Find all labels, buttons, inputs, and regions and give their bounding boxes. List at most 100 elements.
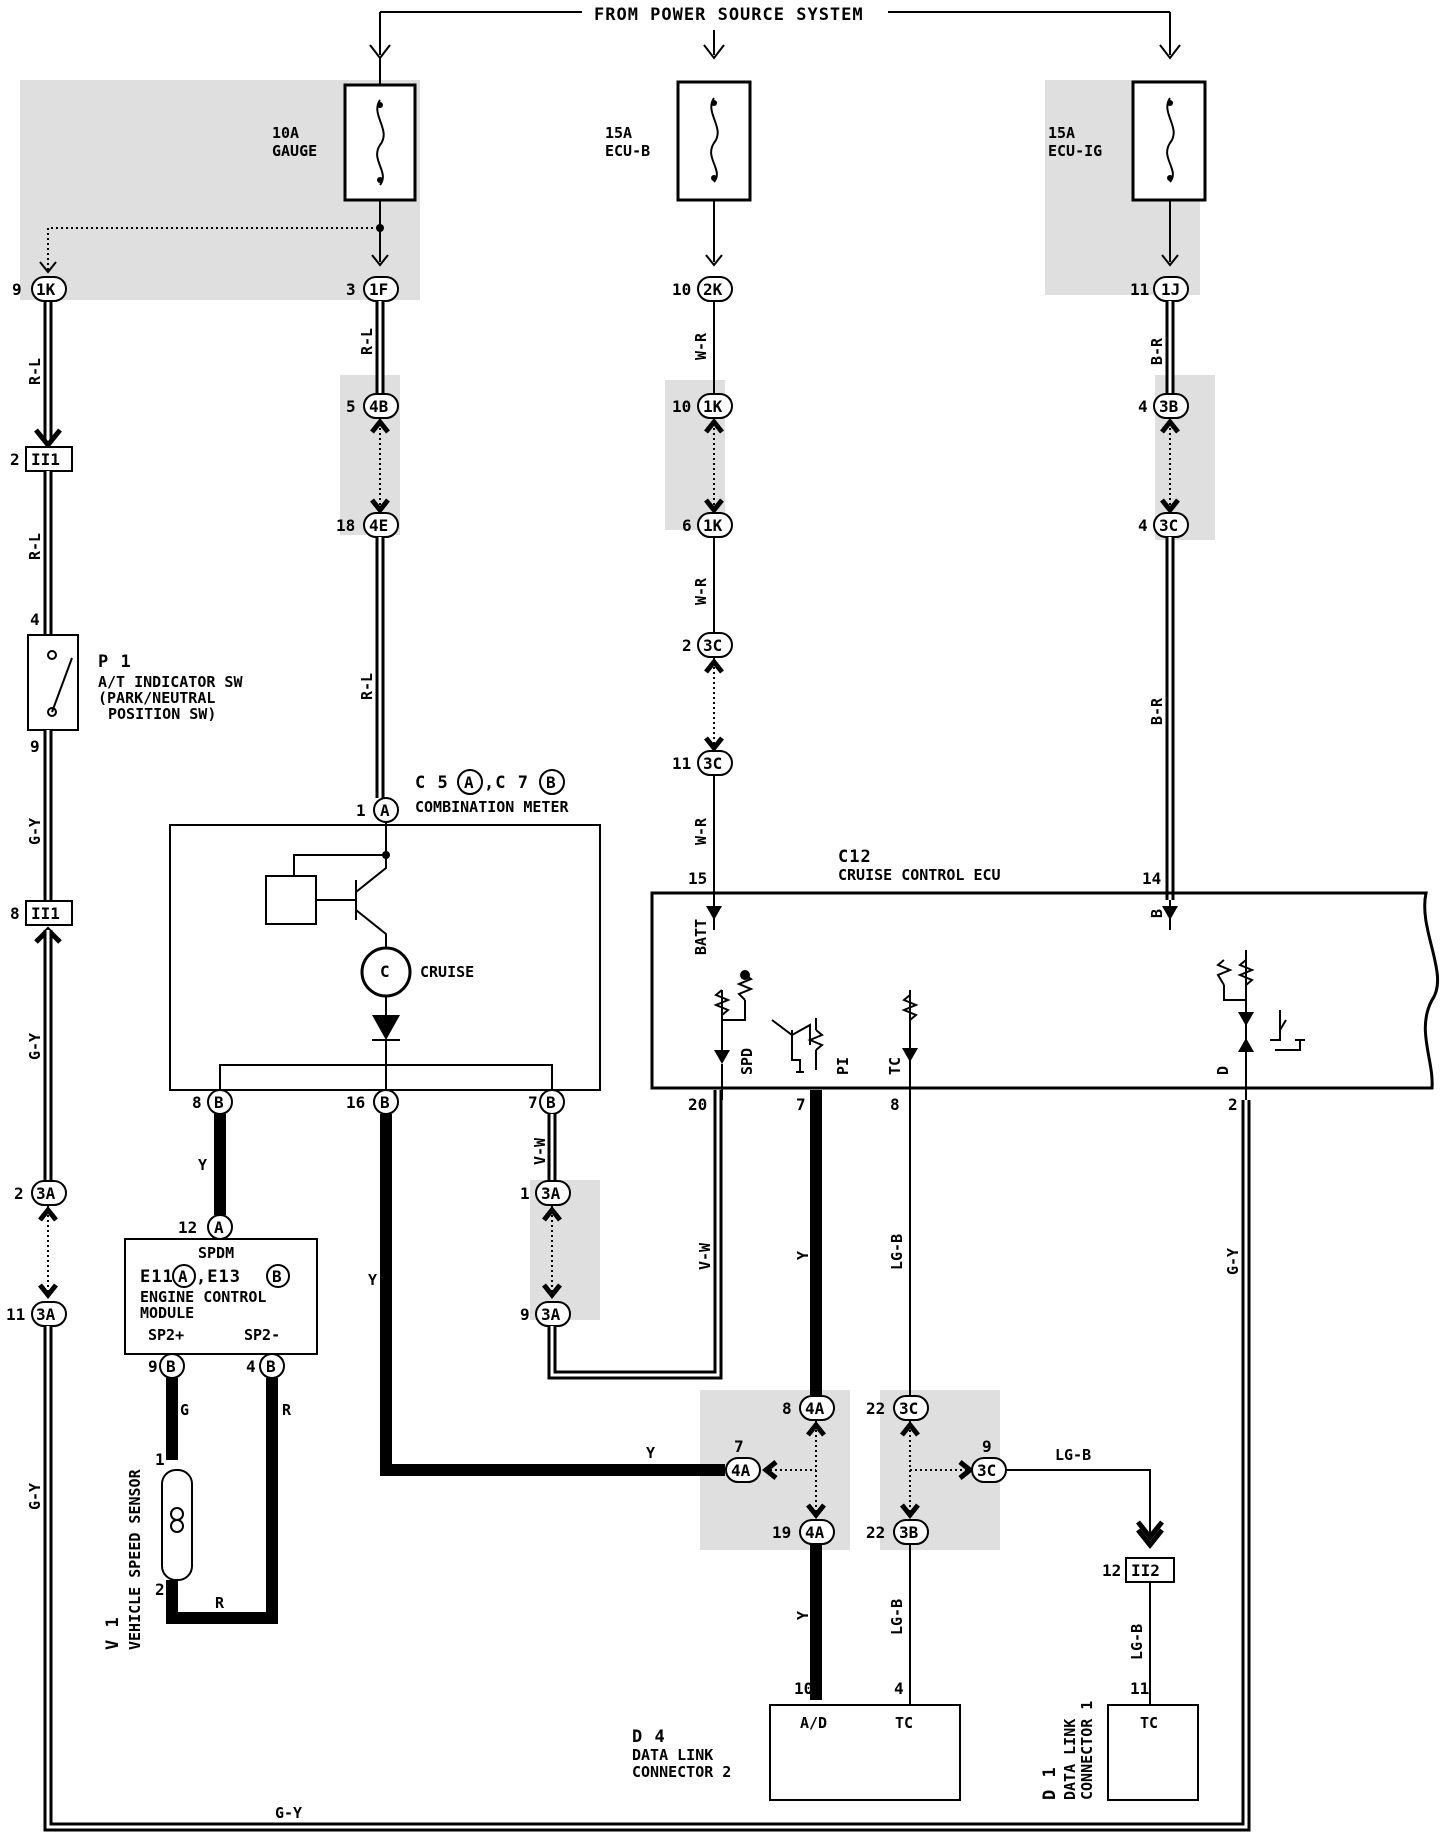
pin-4-3c: 4 [1138,516,1148,535]
meter-pin-8-b: B [214,1093,224,1112]
wire-label-y-1: Y [198,1156,207,1174]
wire-label-gy-bottom: G-Y [275,1804,302,1822]
ecm-pin-a: A [214,1218,224,1237]
conn-1k-6: 1K [703,516,723,535]
ecu-pi: PI [834,1057,852,1075]
gauge-branch: 1F 3 R-L 4B 5 4E 18 R-L [336,200,399,798]
ecu-tc: TC [886,1057,904,1075]
meter-id-c5: C 5 [415,773,449,793]
pin-8-ii1: 8 [10,904,20,923]
junction-3c: 3C 22 3C 9 LG-B 3B 22 LG-B 4 II2 12 LG-B… [866,1395,1175,1705]
meter-id-b: B [546,773,556,792]
ecu-bottom-pins: 20 7 8 2 Y LG-B [688,1090,1238,1395]
meter-pin-a: A [380,801,390,820]
d1-tc: TC [1140,1714,1158,1732]
ecm-pin-4-b: B [266,1357,276,1376]
conn-3c-4: 3C [1159,516,1178,535]
fuse-gauge: 10A GAUGE [272,58,417,202]
d4-tc: TC [895,1714,913,1732]
pin-11-3a: 11 [6,1305,25,1324]
meter-pin-7-b: B [546,1093,556,1112]
conn-3b-4: 3B [1159,397,1179,416]
pin-11-1j: 11 [1130,280,1149,299]
cruise-control-ecu: C12 CRUISE CONTROL ECU BATT B SPD PI TC [650,847,1440,1100]
pin-18-4e: 18 [336,516,355,535]
fuse-ecu-b-rating: 15A [605,124,632,142]
d1-line2: CONNECTOR 1 [1078,1701,1096,1800]
ecm-line2: ENGINE CONTROL [140,1288,266,1306]
conn-3a-pin1: 3A [541,1184,561,1203]
ecu-d: D [1214,1066,1232,1075]
conn-3c-9: 3C [977,1461,996,1480]
fuse-ecu-ig-rating: 15A [1048,124,1075,142]
d1-id: D 1 [1040,1766,1060,1800]
conn-1f: 1F [369,280,388,299]
meter-name: COMBINATION METER [415,798,569,816]
fuse-ecu-b-name: ECU-B [605,142,650,160]
wire-label-y-3: Y [646,1444,655,1462]
ecu-spd: SPD [738,1048,756,1075]
wire-label-r-2: R [215,1594,225,1612]
wire-label-br-1: B-R [1148,337,1166,365]
conn-3b-22: 3B [899,1523,919,1542]
conn-2k: 2K [703,280,723,299]
p1-line3: POSITION SW) [108,705,216,723]
pin-22-3c: 22 [866,1399,885,1418]
p1-line1: A/T INDICATOR SW [98,673,243,691]
fuse-gauge-rating: 10A [272,124,299,142]
pin-9-3a: 9 [520,1305,530,1324]
conn-3c-11: 3C [703,754,722,773]
pin-22-3b: 22 [866,1523,885,1542]
conn-ii1-pin8: II1 [31,904,60,923]
wire-label-lgb-4: LG-B [1128,1624,1146,1660]
wire-label-rl-4: R-L [358,673,376,700]
pin-4-3b: 4 [1138,397,1148,416]
ecm-pin-9-b: B [166,1357,176,1376]
ecu-name: CRUISE CONTROL ECU [838,866,1001,884]
pin-2-ii1: 2 [10,450,20,469]
pin-16-meter: 16 [346,1093,365,1112]
power-source-bus: FROM POWER SOURCE SYSTEM [369,5,1181,60]
pin-19-4a: 19 [772,1523,791,1542]
fuse-ecu-b: 15A ECU-B [605,80,752,202]
ecu-ig-branch: 1J 11 B-R 3B 4 3C 4 B-R 14 [1130,200,1189,900]
ecm-e13-b: B [272,1267,282,1286]
fuse-ecu-ig: 15A ECU-IG [1048,80,1207,202]
ecm-spdm: SPDM [198,1244,234,1262]
pin-9-ecm: 9 [148,1357,158,1376]
pin-1-meter: 1 [356,801,366,820]
ecm-line3: MODULE [140,1304,194,1322]
engine-control-module: A 12 SPDM E11 A ,E13 B ENGINE CONTROL MO… [124,1214,318,1379]
wire-label-lgb-3: LG-B [888,1599,906,1635]
wire-label-rl-3: R-L [358,328,376,355]
d4-line1: DATA LINK [632,1746,713,1764]
p1-id: P 1 [98,652,132,672]
pin-20-ecu: 20 [688,1095,707,1114]
conn-1k-10: 1K [703,397,723,416]
pin-1-3a: 1 [520,1184,530,1203]
conn-4b: 4B [369,397,389,416]
pin-3-1f: 3 [346,280,356,299]
conn-4e: 4E [369,516,388,535]
ecm-e11-a: A [178,1267,188,1286]
pin-7-meter: 7 [528,1093,538,1112]
pin-2-3a: 2 [14,1184,24,1203]
wire-label-wr-2: W-R [692,577,710,605]
pin-10-d4: 10 [794,1679,813,1698]
pin-12-ii2: 12 [1102,1561,1121,1580]
power-source-label: FROM POWER SOURCE SYSTEM [594,5,864,25]
wire-label-y-5: Y [794,1611,812,1620]
meter-outputs: B 8 Y B 16 Y Y B 7 V-W 3A 1 3A 9 V-W [192,1089,725,1476]
pin-9-1k: 9 [12,280,22,299]
pin-10-2k: 10 [672,280,691,299]
wire-label-gy-2: G-Y [26,1033,44,1060]
pin-8-meter: 8 [192,1093,202,1112]
fuse-ecu-ig-name: ECU-IG [1048,142,1102,160]
conn-3c-2: 3C [703,636,722,655]
wire-label-wr-1: W-R [692,332,710,360]
pin-4-d4: 4 [894,1679,904,1698]
meter-id-c7: ,C 7 [484,773,529,793]
wire-label-gy-3: G-Y [26,1483,44,1510]
v1-name: VEHICLE SPEED SENSOR [126,1468,144,1650]
